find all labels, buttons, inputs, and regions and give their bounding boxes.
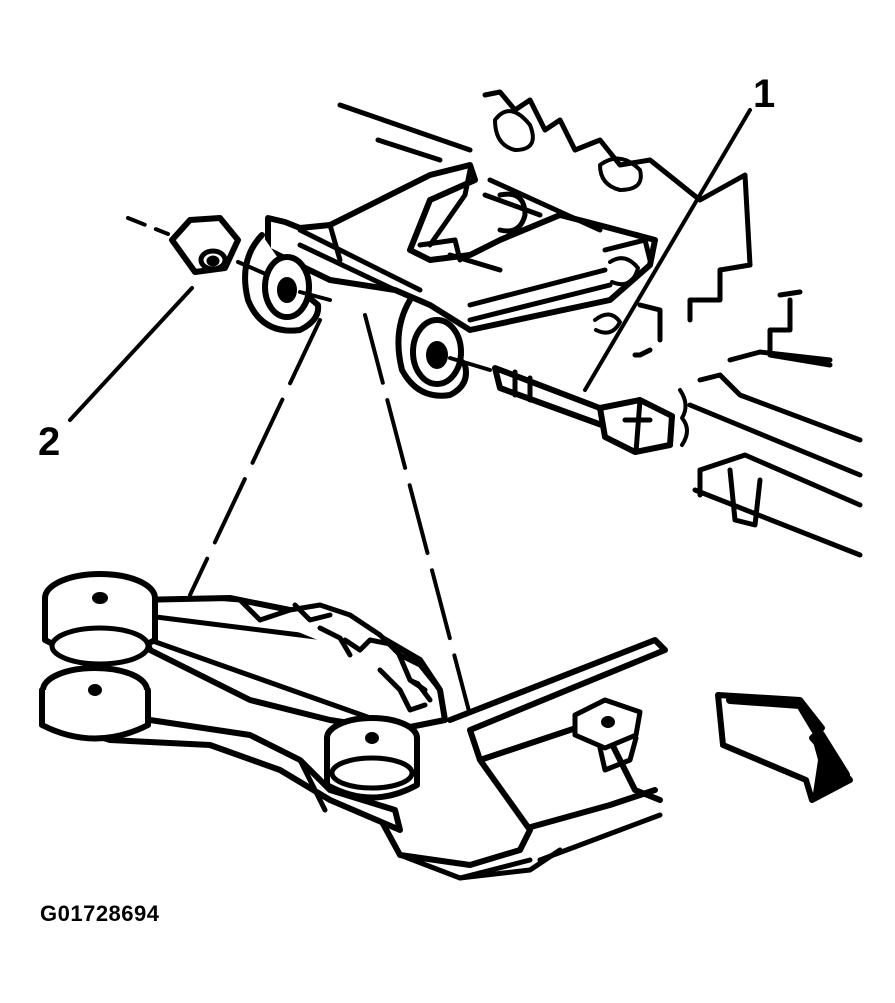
callout-nut-number: 2 [38, 420, 61, 464]
transmission-mount-bracket [242, 162, 658, 399]
callout-bolt-number: 1 [753, 72, 776, 116]
vehicle-frame [337, 89, 863, 558]
callout-leaders [68, 108, 752, 422]
projection-lines [188, 313, 472, 717]
arrow-icon [715, 692, 853, 803]
mount-bolt [492, 365, 675, 455]
alignment-centerline [126, 216, 492, 372]
figure-id: G01728694 [40, 901, 160, 926]
mount-nut [169, 215, 241, 275]
transmission-mount-detail [39, 571, 668, 881]
